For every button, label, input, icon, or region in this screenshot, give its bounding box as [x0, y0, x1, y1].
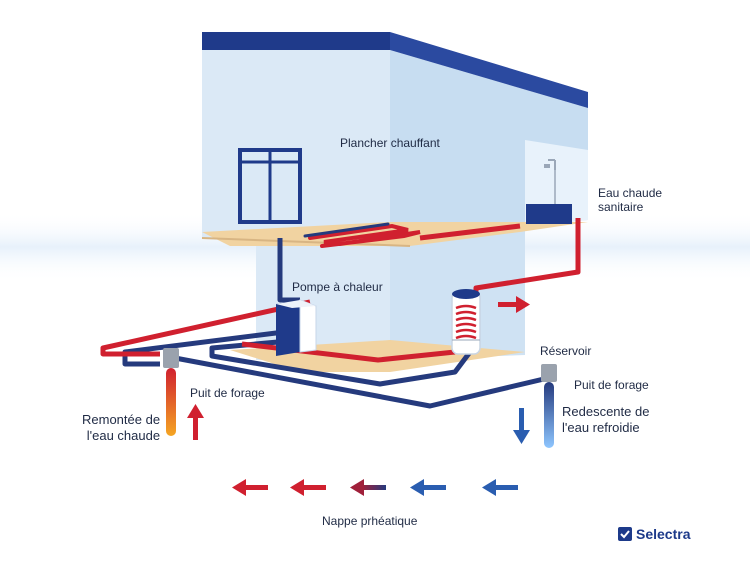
water-table-arrows	[232, 479, 518, 496]
left-well	[163, 348, 179, 436]
label-heat-pump: Pompe à chaleur	[292, 280, 383, 294]
check-icon	[618, 527, 632, 541]
shower-icon	[544, 159, 556, 205]
label-hot-water: Eau chaude sanitaire	[598, 186, 663, 215]
right-well	[541, 364, 557, 448]
label-reservoir: Réservoir	[540, 344, 592, 358]
label-cold-descent: Redescente de l'eau refroidie	[562, 404, 650, 435]
cold-loop	[122, 238, 549, 409]
window	[238, 148, 302, 224]
upper-box-front	[202, 50, 390, 238]
heat-pump-unit	[276, 299, 317, 356]
label-well-left: Puit de forage	[190, 386, 265, 400]
water-flow-arrow	[290, 479, 326, 496]
roof-front	[202, 32, 390, 50]
bathtub	[526, 204, 572, 224]
water-flow-arrow	[482, 479, 518, 496]
label-well-right: Puit de forage	[574, 378, 649, 392]
brand-name: Selectra	[636, 526, 691, 542]
down-arrow-icon	[513, 408, 530, 444]
niche	[525, 140, 588, 224]
label-warm-rise: Remontée de l'eau chaude	[82, 412, 161, 443]
label-water-table: Nappe prhéatique	[322, 514, 418, 528]
floor-heating-coils	[303, 222, 421, 248]
water-flow-arrow	[350, 479, 386, 496]
water-flow-arrow	[410, 479, 446, 496]
house	[201, 32, 588, 372]
roof-side	[390, 32, 588, 108]
up-arrow-icon	[187, 404, 204, 440]
water-flow-arrow	[232, 479, 268, 496]
selectra-logo: Selectra	[618, 526, 690, 542]
hot-water-tank	[451, 289, 481, 355]
label-floor-heating: Plancher chauffant	[340, 136, 440, 150]
right-arrow-icon	[498, 296, 530, 313]
